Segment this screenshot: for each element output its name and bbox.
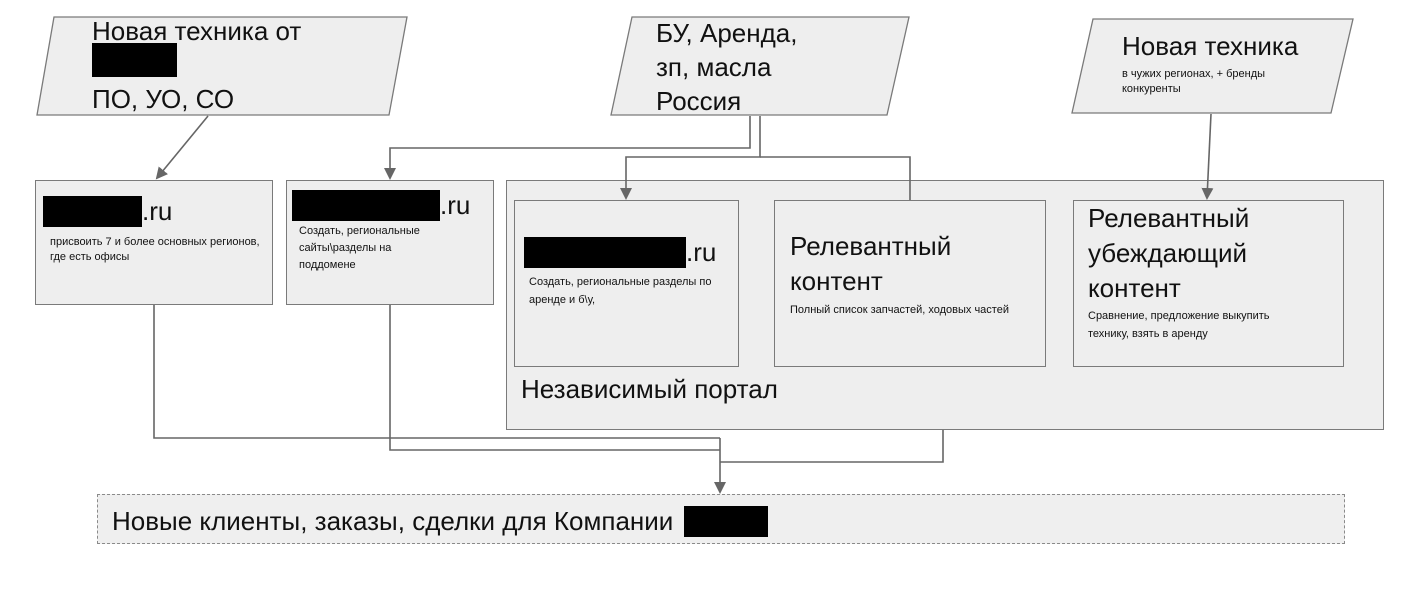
content1-title: Релевантный контент <box>790 231 952 296</box>
site2-domain: .ru <box>292 188 471 221</box>
content1-desc: Полный список запчастей, ходовых частей <box>790 304 1009 316</box>
source2-line2: зп, масла <box>656 52 772 82</box>
source3-subtitle: в чужих регионах, + бренды конкуренты <box>1122 68 1266 95</box>
line-portal-to-result <box>720 430 944 463</box>
redacted-domain <box>292 189 440 221</box>
content2-box: Релевантный убеждающий контент Сравнение… <box>1073 200 1344 367</box>
arrow-source2-to-site2 <box>384 116 751 180</box>
portal-label: Независимый портал <box>521 374 778 404</box>
redacted-company-name <box>92 43 177 77</box>
site2-box: .ru Создать, региональные сайты\разделы … <box>286 180 494 305</box>
site3-desc: Создать, региональные разделы по аренде … <box>529 276 712 306</box>
site3-domain: .ru <box>524 235 717 268</box>
content1-box: Релевантный контент Полный список запчас… <box>774 200 1046 367</box>
result-label: Новые клиенты, заказы, сделки для Компан… <box>112 506 674 536</box>
site3-box: .ru Создать, региональные разделы по аре… <box>514 200 739 367</box>
source3-title: Новая техника <box>1122 31 1299 61</box>
parallelogram-shape <box>1071 18 1354 114</box>
site2-desc: Создать, региональные сайты\разделы на п… <box>299 225 420 271</box>
result-box: Новые клиенты, заказы, сделки для Компан… <box>97 494 1345 544</box>
redacted-domain <box>43 195 142 227</box>
source-node-used-rent <box>610 16 910 116</box>
site1-domain: .ru <box>43 194 173 227</box>
source1-title: Новая техника от <box>92 16 302 46</box>
redacted-domain <box>524 236 686 268</box>
source2-line1: БУ, Аренда, <box>656 18 798 48</box>
domain-suffix: .ru <box>440 190 471 220</box>
content2-title: Релевантный убеждающий контент <box>1088 203 1250 303</box>
domain-suffix: .ru <box>142 196 173 226</box>
site1-desc: присвоить 7 и более основных регионов, г… <box>50 236 260 263</box>
source-node-competitors <box>1071 18 1354 114</box>
source-node-new-equipment <box>36 16 408 116</box>
arrow-source1-to-site1 <box>155 115 209 180</box>
domain-suffix: .ru <box>686 237 717 267</box>
parallelogram-shape <box>610 16 910 116</box>
parallelogram-shape <box>36 16 408 116</box>
redacted-company-name <box>683 505 768 537</box>
site1-box: .ru присвоить 7 и более основных регионо… <box>35 180 273 305</box>
content2-desc: Сравнение, предложение выкупить технику,… <box>1088 310 1270 340</box>
source2-line3: Россия <box>656 86 742 116</box>
source1-regions: ПО, УО, СО <box>92 84 235 114</box>
result-content: Новые клиенты, заказы, сделки для Компан… <box>112 504 768 538</box>
